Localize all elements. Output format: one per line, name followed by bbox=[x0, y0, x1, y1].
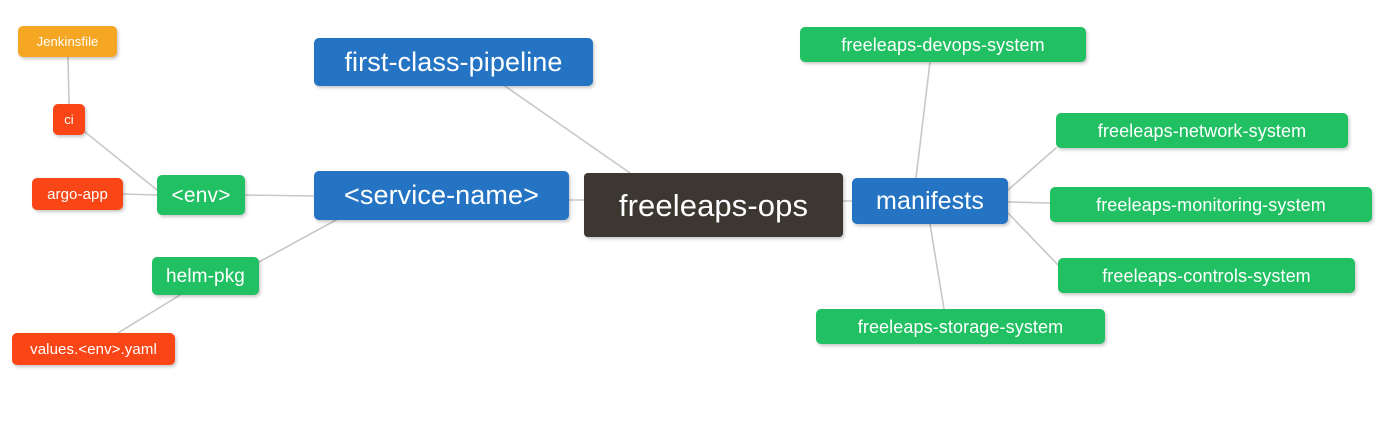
node-env[interactable]: <env> bbox=[157, 175, 245, 215]
node-freeleaps-monitoring-system[interactable]: freeleaps-monitoring-system bbox=[1050, 187, 1372, 222]
edge-freeleaps-monitoring-system-to-manifests bbox=[1007, 201, 1051, 204]
edge-jenkinsfile-to-ci bbox=[67, 56, 70, 105]
node-values-env-yaml[interactable]: values.<env>.yaml bbox=[12, 333, 175, 365]
node-freeleaps-ops[interactable]: freeleaps-ops bbox=[584, 173, 843, 237]
edge-helm-pkg-to-service-name bbox=[258, 219, 337, 263]
node-first-class-pipeline[interactable]: first-class-pipeline bbox=[314, 38, 593, 86]
node-freeleaps-storage-system[interactable]: freeleaps-storage-system bbox=[816, 309, 1105, 344]
node-freeleaps-controls-system[interactable]: freeleaps-controls-system bbox=[1058, 258, 1355, 293]
edge-freeleaps-storage-system-to-manifests bbox=[929, 223, 945, 310]
edge-freeleaps-network-system-to-manifests bbox=[1007, 147, 1057, 191]
node-helm-pkg[interactable]: helm-pkg bbox=[152, 257, 259, 295]
edge-freeleaps-controls-system-to-manifests bbox=[1007, 212, 1059, 266]
edge-argo-app-to-env bbox=[122, 193, 158, 196]
edge-freeleaps-devops-system-to-manifests bbox=[915, 61, 931, 179]
node-jenkinsfile[interactable]: Jenkinsfile bbox=[18, 26, 117, 57]
edge-first-class-pipeline-to-freeleaps-ops bbox=[504, 85, 631, 174]
edge-env-to-service-name bbox=[244, 194, 315, 197]
node-freeleaps-network-system[interactable]: freeleaps-network-system bbox=[1056, 113, 1348, 148]
node-freeleaps-devops-system[interactable]: freeleaps-devops-system bbox=[800, 27, 1086, 62]
node-ci[interactable]: ci bbox=[53, 104, 85, 135]
node-argo-app[interactable]: argo-app bbox=[32, 178, 123, 210]
node-manifests[interactable]: manifests bbox=[852, 178, 1008, 224]
edge-values-env-yaml-to-helm-pkg bbox=[117, 294, 181, 334]
node-service-name[interactable]: <service-name> bbox=[314, 171, 569, 220]
